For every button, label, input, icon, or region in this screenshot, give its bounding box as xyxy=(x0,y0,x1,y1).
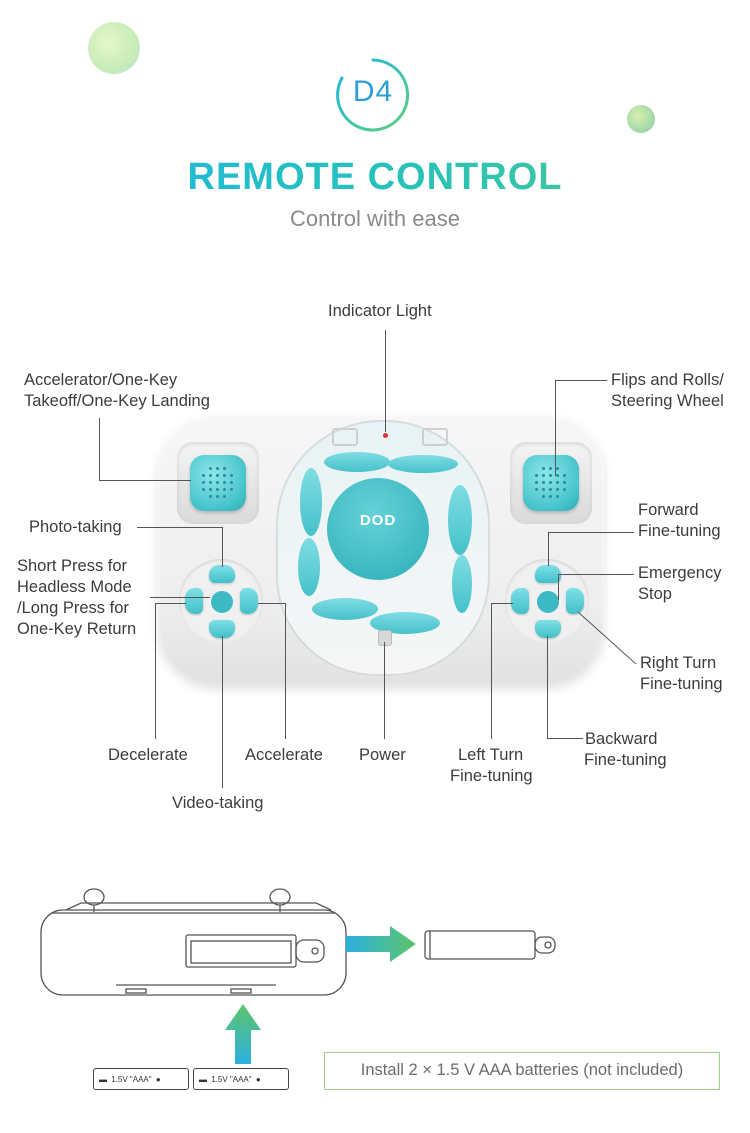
leader-line xyxy=(555,380,607,381)
decorative-bubble-large xyxy=(88,22,140,74)
label-accelerator-line1: Accelerator/One-Key xyxy=(24,371,178,389)
leader-line xyxy=(548,532,549,566)
page-title: REMOTE CONTROL xyxy=(0,156,750,199)
label-backward-line2: Fine-tuning xyxy=(584,751,667,769)
leader-line xyxy=(547,738,583,739)
drone-blade xyxy=(324,452,390,472)
label-headless-line4: One-Key Return xyxy=(17,620,137,638)
drone-blade xyxy=(300,468,322,536)
label-headless-line2: Headless Mode xyxy=(17,578,132,596)
drone-blade xyxy=(388,455,458,473)
label-right-turn-line1: Right Turn xyxy=(640,654,717,672)
battery-minus-icon: ▬ xyxy=(99,1075,107,1084)
label-accelerator-line2: Takeoff/One-Key Landing xyxy=(24,392,210,410)
leader-line xyxy=(491,603,513,604)
label-emergency-line1: Emergency xyxy=(638,564,722,582)
controller-back-diagram xyxy=(40,888,347,996)
right-turn-trim-button[interactable] xyxy=(566,588,584,614)
leader-line xyxy=(555,380,556,476)
arrow-up-icon xyxy=(225,1004,261,1064)
battery-label: 1.5V "AAA" xyxy=(211,1075,252,1084)
battery-cover-diagram xyxy=(424,930,556,960)
label-backward-line1: Backward xyxy=(585,730,658,748)
leader-line xyxy=(155,603,186,604)
label-photo-taking: Photo-taking xyxy=(29,518,122,536)
decorative-bubble-small xyxy=(627,105,655,133)
leader-line xyxy=(547,636,548,738)
battery-minus-icon: ▬ xyxy=(199,1075,207,1084)
bay-clip-right xyxy=(422,428,448,446)
leader-line xyxy=(285,603,286,739)
leader-line xyxy=(384,642,385,739)
label-forward-line2: Fine-tuning xyxy=(638,522,721,540)
label-forward-line1: Forward xyxy=(638,501,699,519)
battery-plus-icon: ● xyxy=(155,1075,161,1084)
aaa-battery: ▬ 1.5V "AAA" ● xyxy=(93,1068,189,1090)
video-button[interactable] xyxy=(209,620,235,638)
d4-logo-icon xyxy=(336,58,410,132)
leader-line xyxy=(99,418,100,480)
label-flips-line1: Flips and Rolls/ xyxy=(611,371,724,389)
left-turn-trim-button[interactable] xyxy=(511,588,529,614)
battery-plus-icon: ● xyxy=(255,1075,261,1084)
drone-blade xyxy=(312,598,378,620)
leader-line xyxy=(99,480,191,481)
drone-blade xyxy=(452,555,472,613)
leader-line xyxy=(222,527,223,567)
label-headless-line1: Short Press for xyxy=(17,557,128,575)
headless-mode-button[interactable] xyxy=(209,589,235,615)
battery-note-box xyxy=(324,1052,720,1090)
bay-clip-left xyxy=(332,428,358,446)
drone-body xyxy=(327,478,429,580)
leader-line xyxy=(558,574,559,600)
power-switch[interactable] xyxy=(378,630,392,646)
leader-line xyxy=(137,527,222,528)
drone-blade xyxy=(298,538,320,596)
accelerate-button[interactable] xyxy=(240,588,258,614)
label-headless-line3: /Long Press for xyxy=(17,599,129,617)
label-left-turn-line1: Left Turn xyxy=(458,746,524,764)
aaa-battery: ▬ 1.5V "AAA" ● xyxy=(193,1068,289,1090)
logo-text: D4 xyxy=(352,75,394,108)
leader-line xyxy=(150,597,210,598)
right-stick-grip-icon xyxy=(533,465,569,501)
leader-line xyxy=(558,574,634,575)
label-power: Power xyxy=(359,746,406,764)
leader-line xyxy=(222,636,223,788)
leader-line xyxy=(548,532,634,533)
label-emergency-line2: Stop xyxy=(638,585,672,603)
leader-line xyxy=(155,603,156,739)
leader-line xyxy=(491,603,492,739)
label-decelerate: Decelerate xyxy=(108,746,188,764)
drone-logo: DOD xyxy=(359,512,397,529)
page-subtitle: Control with ease xyxy=(290,206,460,231)
label-indicator-light: Indicator Light xyxy=(328,302,432,320)
backward-trim-button[interactable] xyxy=(535,620,561,638)
forward-trim-button[interactable] xyxy=(535,565,561,583)
emergency-stop-button[interactable] xyxy=(535,589,561,615)
decelerate-button[interactable] xyxy=(185,588,203,614)
battery-note: Install 2 × 1.5 V AAA batteries (not inc… xyxy=(360,1061,684,1079)
drone-blade xyxy=(370,612,440,634)
arrow-right-icon xyxy=(346,926,416,962)
label-left-turn-line2: Fine-tuning xyxy=(450,767,533,785)
leader-line xyxy=(258,603,286,604)
photo-button[interactable] xyxy=(209,565,235,583)
battery-label: 1.5V "AAA" xyxy=(111,1075,152,1084)
drone-blade xyxy=(448,485,472,555)
label-right-turn-line2: Fine-tuning xyxy=(640,675,723,693)
label-flips-line2: Steering Wheel xyxy=(611,392,724,410)
label-accelerate: Accelerate xyxy=(245,746,323,764)
leader-line xyxy=(385,330,386,432)
indicator-light xyxy=(383,433,388,438)
label-video-taking: Video-taking xyxy=(172,794,264,812)
left-stick-grip-icon xyxy=(200,465,236,501)
